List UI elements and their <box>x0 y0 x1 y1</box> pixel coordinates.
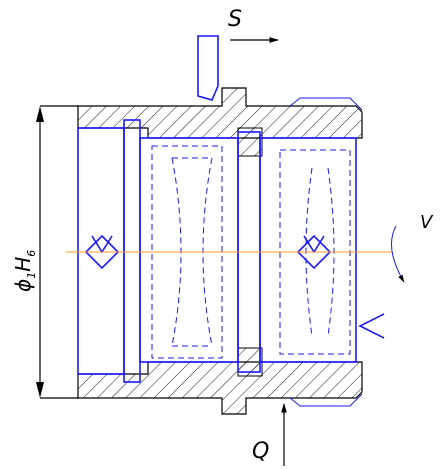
diameter-dimension <box>36 105 78 399</box>
feed-label: S <box>228 7 242 32</box>
diameter-tolerance: H <box>11 257 35 272</box>
clamp-jaw-symbol <box>358 313 385 339</box>
collet-outline <box>77 97 363 407</box>
feed-tool <box>197 35 219 101</box>
diameter-tolerance-subscript: 6 <box>25 250 38 257</box>
diameter-subscript: 1 <box>25 272 38 279</box>
clamp-label: Q <box>252 439 269 464</box>
svg-text:ϕ1H6: ϕ1H6 <box>11 250 38 292</box>
rotation-label: V <box>420 212 434 233</box>
rotation-arrow <box>391 225 405 283</box>
diameter-symbol: ϕ <box>11 279 35 292</box>
diameter-label-group: ϕ1H6 <box>11 250 38 292</box>
